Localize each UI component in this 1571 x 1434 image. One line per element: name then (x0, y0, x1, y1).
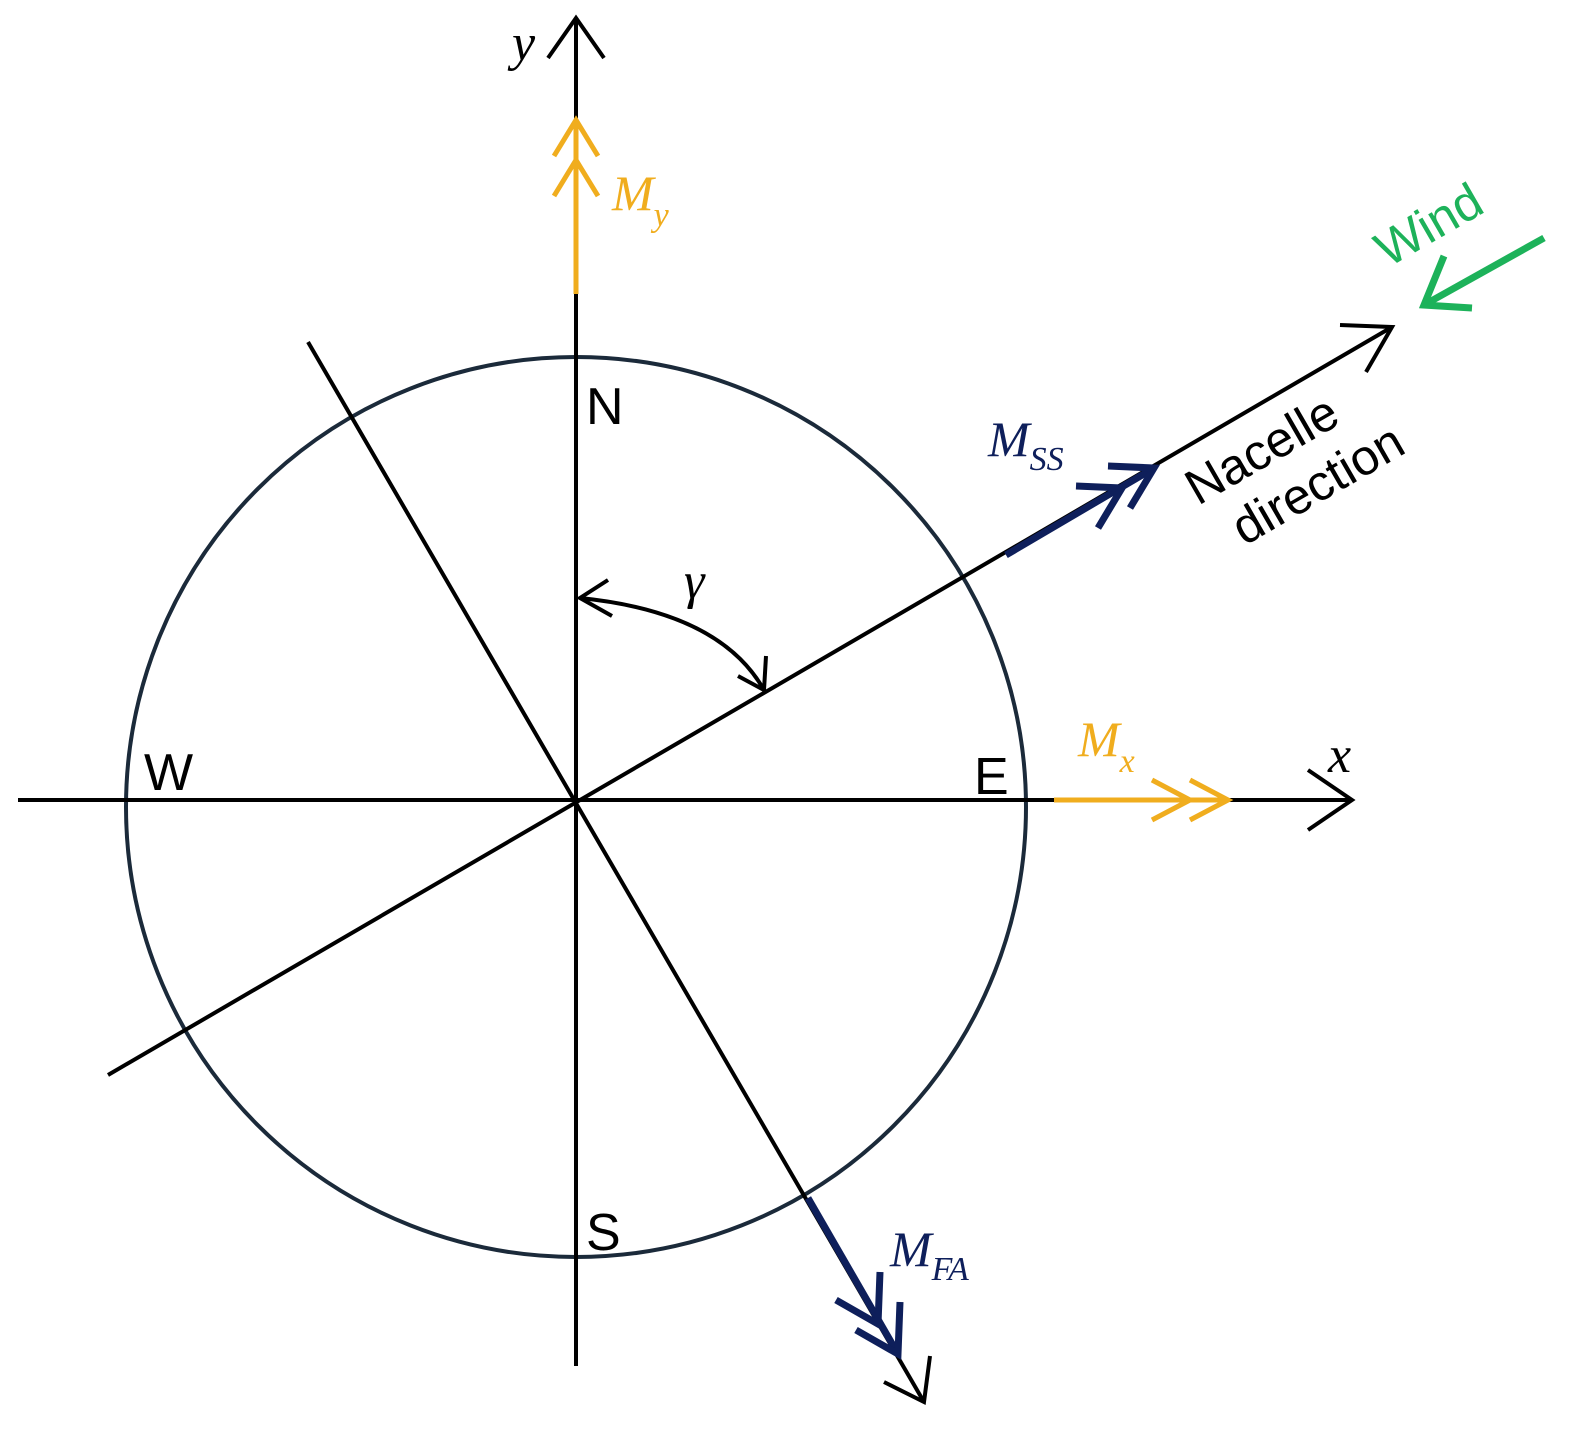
my-moment-arrowhead-outer (551, 115, 601, 158)
y-axis-label: y (507, 15, 536, 72)
fore-aft-arrowhead (883, 1355, 932, 1406)
mss-moment-shaft (1004, 464, 1156, 559)
yaw-angle-arc (579, 596, 766, 691)
compass-west-label: W (144, 744, 193, 802)
mss-moment-label: MSS (987, 411, 1064, 478)
my-moment-label: My (611, 165, 670, 234)
y-axis-arrowhead (546, 14, 606, 60)
nacelle-direction-line (106, 325, 1394, 1077)
compass-south-label: S (586, 1204, 621, 1262)
wind-label: Wind (1366, 172, 1493, 277)
wind-arrowhead (1418, 254, 1473, 312)
my-moment-arrowhead-inner (551, 155, 601, 198)
compass-north-label: N (586, 378, 624, 436)
mss-moment-arrowhead-inner (1075, 482, 1129, 530)
mfa-moment-arrowhead-outer (854, 1301, 904, 1360)
yaw-angle-label: γ (684, 553, 706, 610)
mx-moment-arrowhead-inner (1150, 777, 1196, 823)
x-axis-label: x (1327, 727, 1351, 784)
mfa-moment-label: MFA (889, 1221, 969, 1288)
mss-moment-arrowhead-outer (1107, 462, 1161, 510)
mfa-moment-shaft (804, 1196, 902, 1356)
mfa-moment-arrowhead-inner (834, 1271, 884, 1330)
compass-east-label: E (974, 748, 1009, 806)
nacelle-direction-arrowhead (1339, 323, 1396, 374)
x-axis-arrowhead (1306, 768, 1356, 832)
mx-moment-arrowhead-outer (1188, 777, 1234, 823)
mx-moment-label: Mx (1077, 711, 1135, 780)
yaw-angle-arrowhead-start (576, 578, 613, 618)
wind-arrow-shaft (1422, 234, 1546, 309)
yaw-angle-arrowhead-end (737, 655, 768, 694)
